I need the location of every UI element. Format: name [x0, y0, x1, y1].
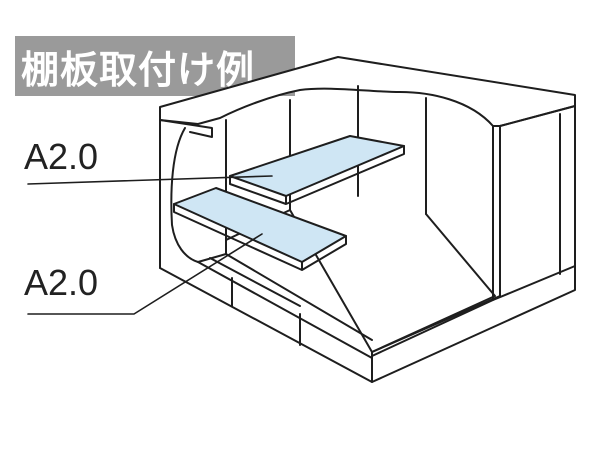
upper-leader-line: [27, 175, 273, 185]
diagram-title: 棚板取付け例: [21, 47, 256, 92]
roof-edge: [499, 105, 576, 127]
roof-slab: [159, 56, 576, 127]
upper-shelf-label: A2.0: [24, 136, 99, 177]
left-inner-edge: [170, 127, 227, 263]
lower-leader-line: [27, 233, 263, 315]
floor-line: [209, 257, 301, 307]
floor-line: [197, 261, 373, 359]
right-door-frame: [371, 295, 501, 353]
left-wall-top-rim: [159, 119, 213, 138]
right-door-frame: [371, 105, 576, 383]
lower-shelf-edge: [173, 203, 347, 271]
lower-shelf-label: A2.0: [24, 262, 99, 303]
title-badge: 棚板取付け例: [15, 36, 295, 96]
upper-shelf-edge: [229, 145, 405, 205]
right-door-frame: [492, 265, 576, 301]
floor-line: [225, 253, 373, 341]
